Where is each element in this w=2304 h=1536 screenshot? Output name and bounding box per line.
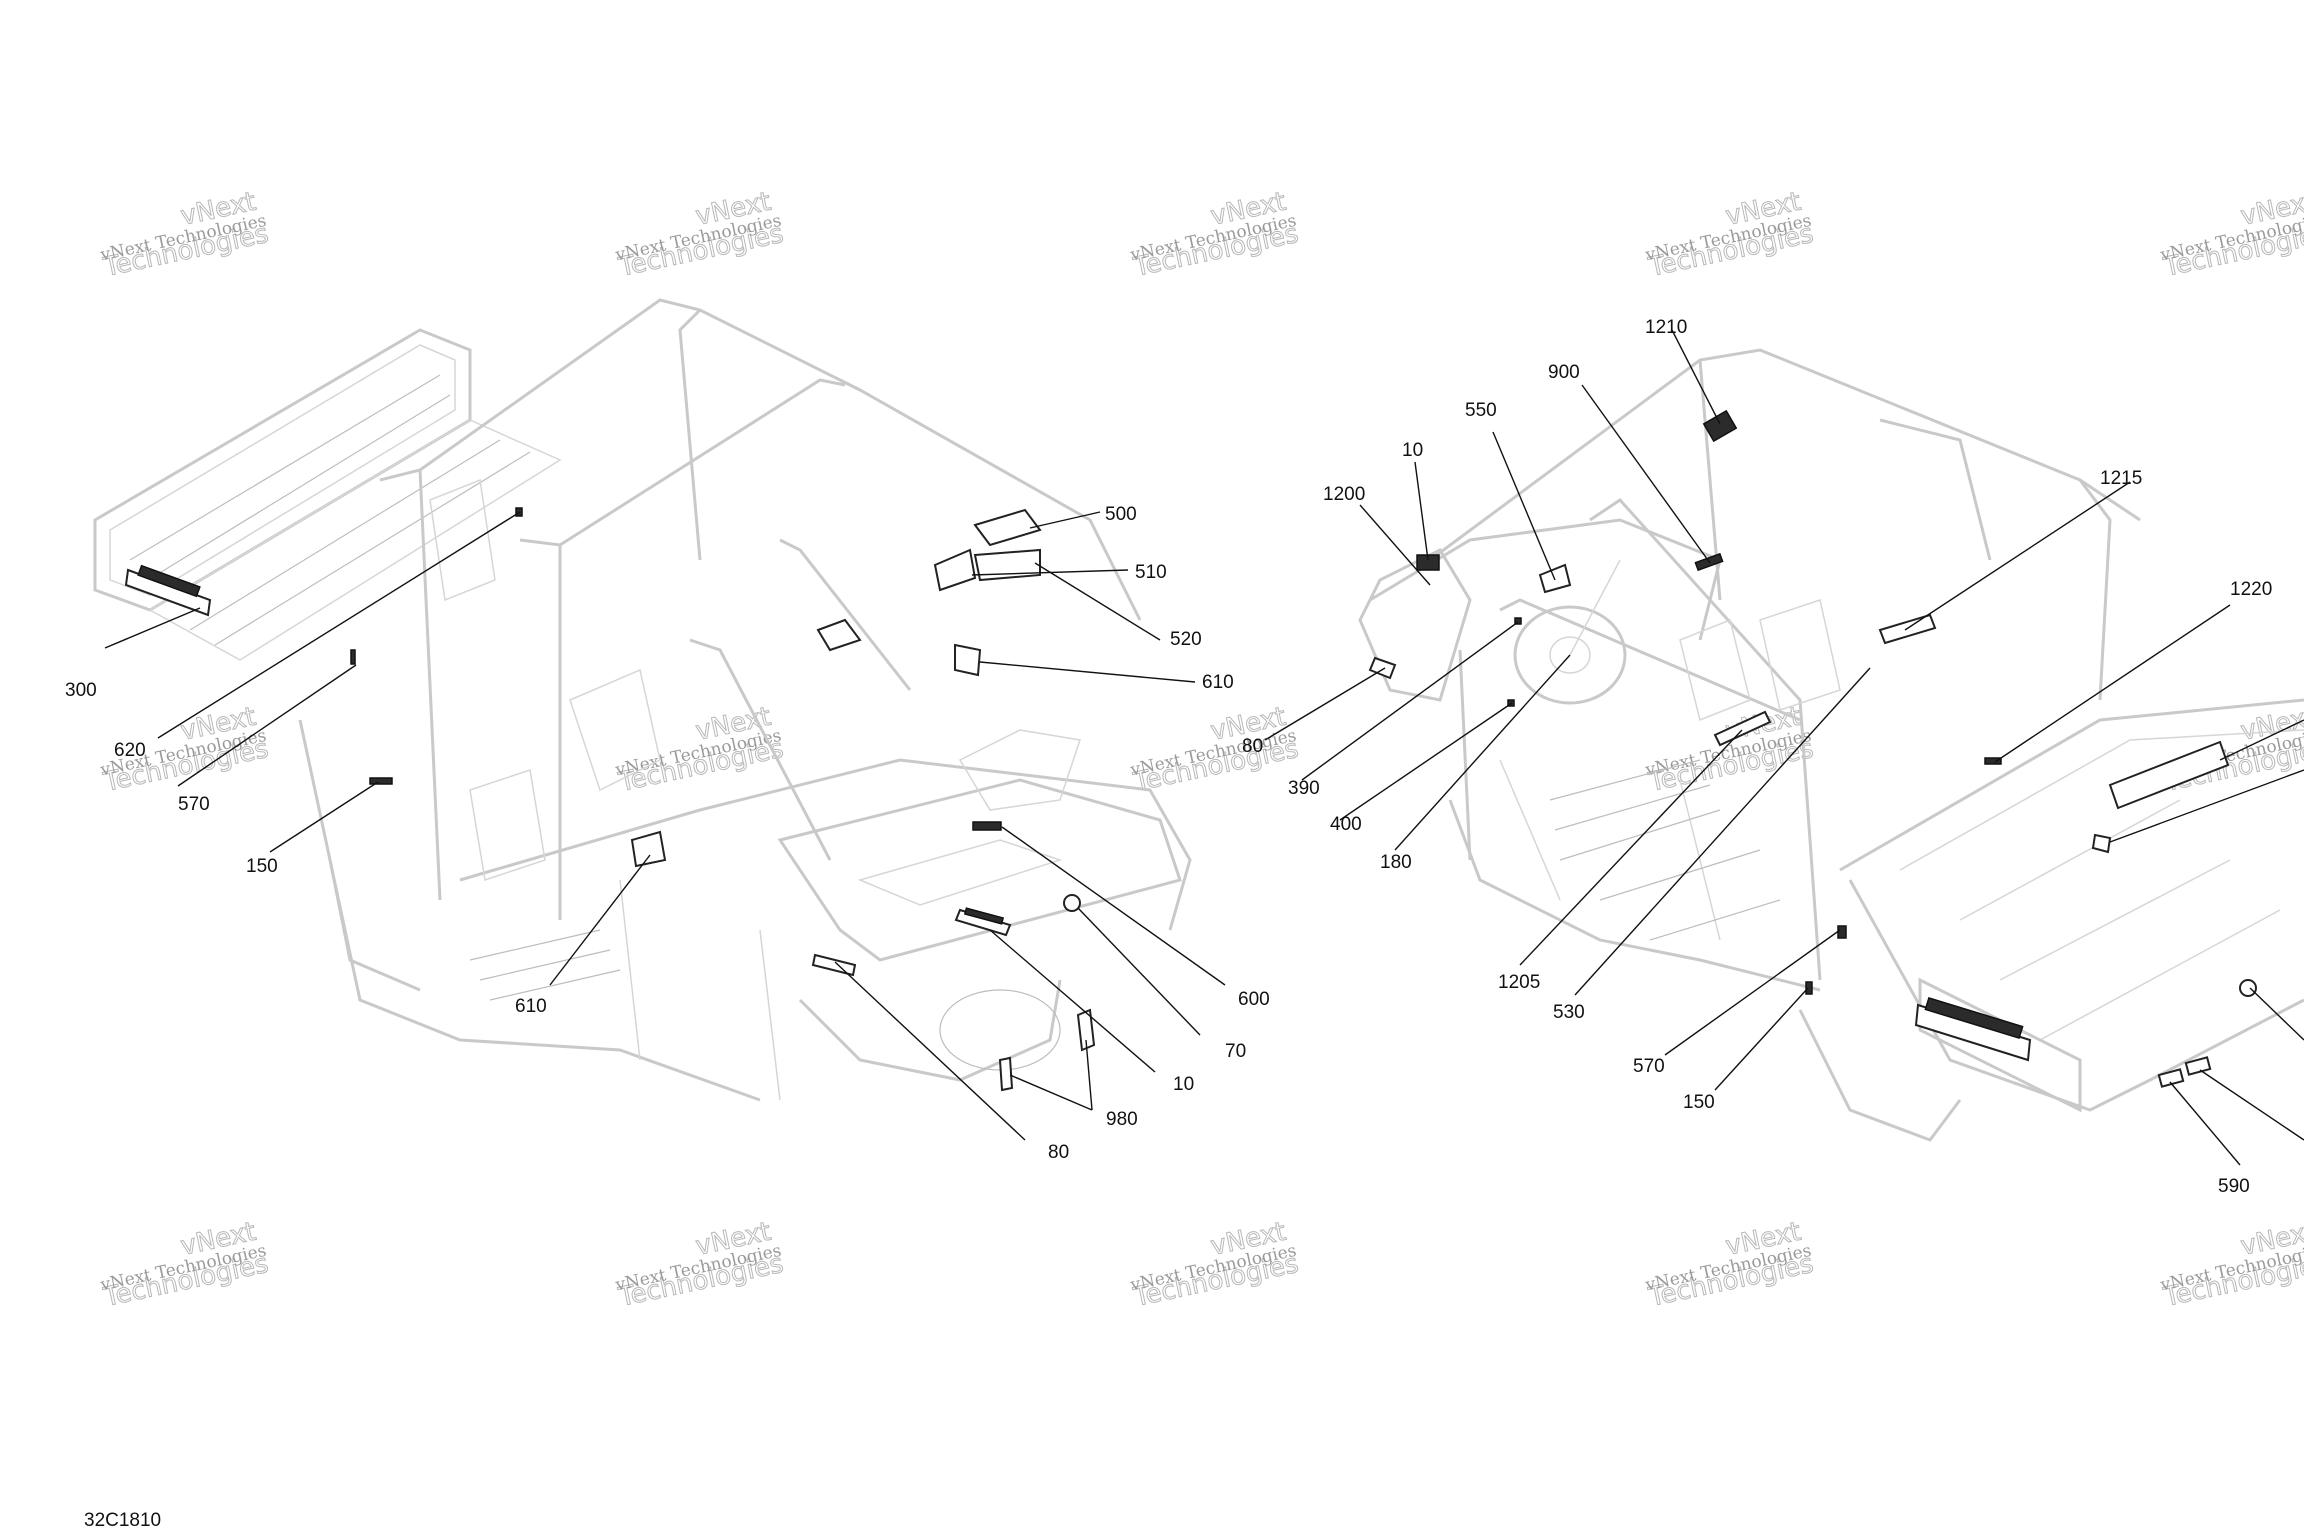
callout-left-520: 520: [1170, 629, 1202, 650]
callout-right-80: 80: [1242, 736, 1263, 757]
callout-left-610-b: 610: [515, 996, 547, 1017]
figure-code: 32C1810: [84, 1510, 162, 1531]
callout-right-530: 530: [1553, 1002, 1585, 1023]
callout-right-570: 570: [1633, 1056, 1665, 1077]
callout-labels-right: 1210 900 550 10 1200 1215 1220 80 390 40…: [1242, 317, 2272, 1197]
callout-right-400: 400: [1330, 814, 1362, 835]
callout-right-150: 150: [1683, 1092, 1715, 1113]
vehicle-right-view: [1358, 348, 2304, 1142]
callout-left-80: 80: [1048, 1142, 1069, 1163]
callout-right-390: 390: [1288, 778, 1320, 799]
callout-right-180: 180: [1380, 852, 1412, 873]
callout-right-550: 550: [1465, 400, 1497, 421]
vehicle-left-view: [93, 298, 1192, 1102]
callout-right-590: 590: [2218, 1176, 2250, 1197]
callout-left-980: 980: [1106, 1109, 1138, 1130]
callout-labels-left: 500 510 520 610 300 620 570 150 610 600 …: [65, 504, 1270, 1163]
callout-left-10: 10: [1173, 1074, 1194, 1095]
callout-right-900: 900: [1548, 362, 1580, 383]
callout-right-1205: 1205: [1498, 972, 1540, 993]
callout-left-70: 70: [1225, 1041, 1246, 1062]
callout-right-1210: 1210: [1645, 317, 1687, 338]
callout-right-1220: 1220: [2230, 579, 2272, 600]
callout-left-600: 600: [1238, 989, 1270, 1010]
callout-left-150: 150: [246, 856, 278, 877]
callout-left-620: 620: [114, 740, 146, 761]
callout-left-500: 500: [1105, 504, 1137, 525]
callout-left-510: 510: [1135, 562, 1167, 583]
callout-right-10: 10: [1402, 440, 1423, 461]
callout-right-1215: 1215: [2100, 468, 2142, 489]
leader-lines: [104, 329, 2304, 1166]
callout-left-300: 300: [65, 680, 97, 701]
callout-left-570: 570: [178, 794, 210, 815]
callout-right-1200: 1200: [1323, 484, 1365, 505]
callout-left-610-a: 610: [1202, 672, 1234, 693]
